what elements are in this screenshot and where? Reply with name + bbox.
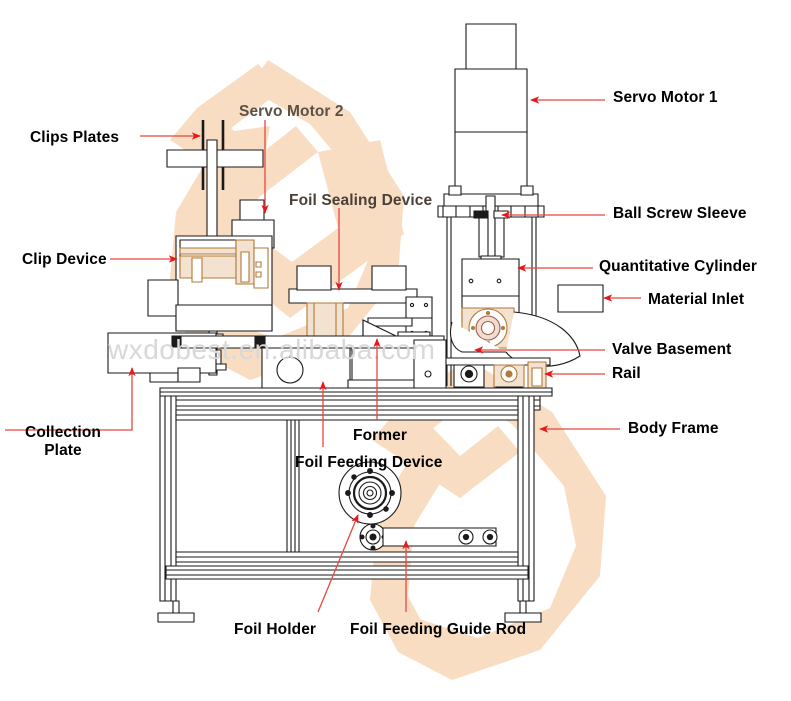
bed-block-4: [414, 340, 446, 392]
servo-motor-1-cap: [466, 24, 516, 69]
frame-bottom-rail-outer: [166, 566, 528, 579]
leader-collection-plate: [5, 367, 136, 431]
seal-top-plate: [289, 289, 417, 303]
label-foil-feeding-guide-rod: Foil Feeding Guide Rod: [350, 621, 527, 638]
label-servo-motor-2: Servo Motor 2: [239, 103, 344, 120]
clip-tower-assembly: [148, 120, 274, 375]
servo-motor-1-body: [455, 69, 527, 132]
label-ball-screw-sleeve: Ball Screw Sleeve: [613, 205, 747, 222]
label-rail: Rail: [612, 365, 641, 382]
label-quantitative-cylinder: Quantitative Cylinder: [599, 258, 757, 275]
servo-motor-1-assembly: [444, 24, 538, 206]
bed-block-2: [352, 348, 416, 380]
bed-roller: [277, 357, 303, 383]
label-valve-basement: Valve Basement: [612, 341, 732, 358]
seal-ram-column: [307, 303, 343, 338]
motor-mount-riser-left: [449, 186, 461, 195]
leveling-feet: [158, 601, 541, 622]
valve-flange-bore: [482, 322, 495, 335]
clip-side-box: [148, 280, 178, 316]
servo-motor-1-lower: [455, 132, 527, 194]
label-material-inlet: Material Inlet: [648, 291, 745, 308]
leader-foil-holder: [317, 514, 359, 613]
label-foil-feeding-device: Foil Feeding Device: [295, 454, 443, 471]
label-collection-plate: Collection Plate: [25, 424, 101, 460]
label-former: Former: [353, 427, 408, 444]
material-inlet-box: [558, 285, 603, 312]
body-frame-extrusion: [158, 388, 552, 622]
label-clips-plates: Clips Plates: [30, 129, 120, 146]
label-foil-sealing-device: Foil Sealing Device: [289, 192, 433, 209]
label-foil-holder: Foil Holder: [234, 621, 317, 638]
motor-mount-riser-right: [521, 186, 533, 195]
label-clip-device: Clip Device: [22, 251, 107, 268]
foil-holder-disc: [339, 462, 401, 524]
foil-feeding-guide-rod: [360, 524, 497, 550]
seal-riser-right: [372, 266, 406, 290]
frame-leg-left: [160, 396, 176, 601]
clip-lower-plate: [176, 305, 272, 331]
seal-riser-left: [297, 266, 331, 290]
label-servo-motor-1: Servo Motor 1: [613, 89, 718, 106]
material-inlet-assembly: [450, 285, 603, 366]
label-body-frame: Body Frame: [628, 420, 719, 437]
